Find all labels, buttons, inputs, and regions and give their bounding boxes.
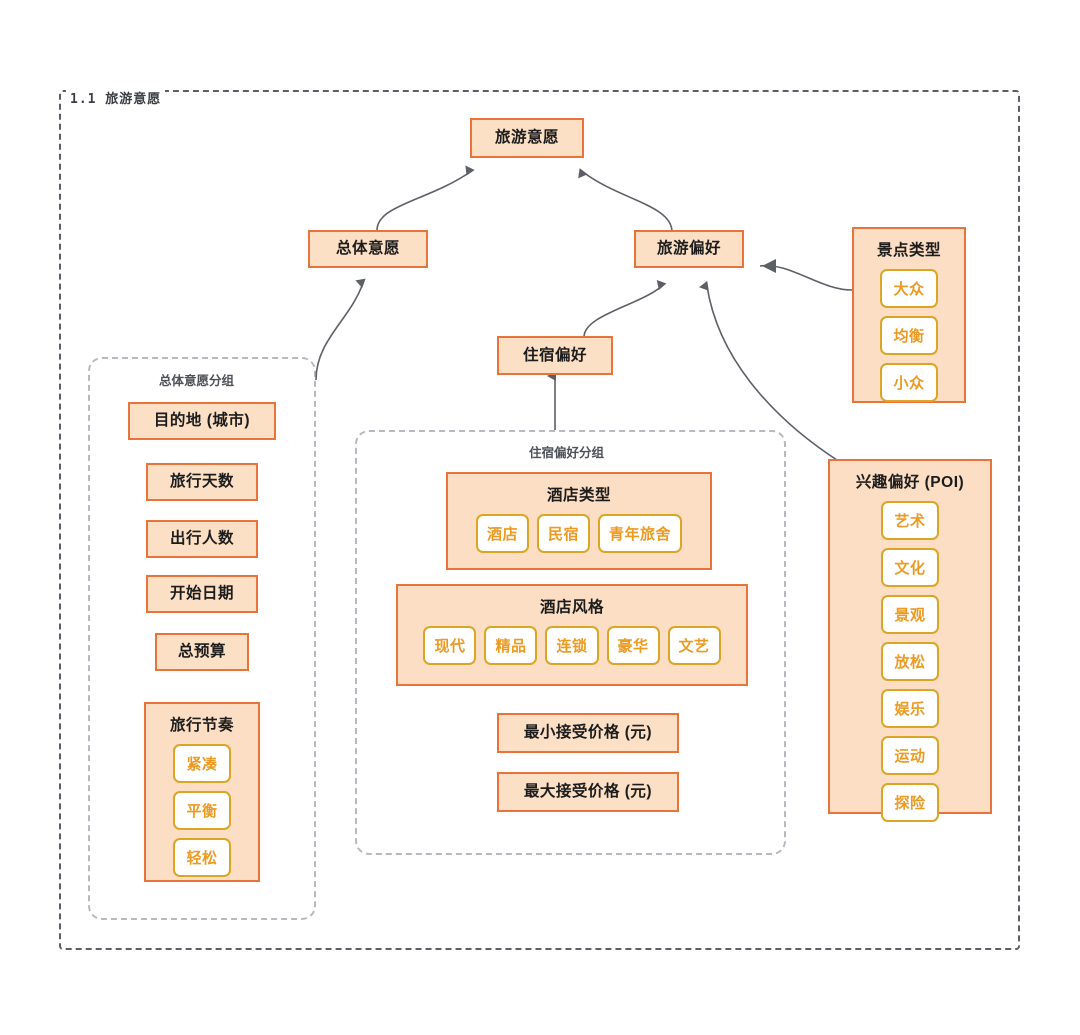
- frame-title: 1.1 旅游意愿: [66, 88, 166, 107]
- outer-frame: [59, 90, 1020, 950]
- chip-poi-4[interactable]: 娱乐: [881, 689, 939, 728]
- travel-pace-title: 旅行节奏: [169, 717, 234, 734]
- chip-hotel-style-4[interactable]: 文艺: [667, 626, 721, 665]
- chip-pace-1[interactable]: 平衡: [173, 791, 231, 830]
- field-destination[interactable]: 目的地 (城市): [128, 402, 276, 440]
- chip-hotel-type-0[interactable]: 酒店: [475, 514, 529, 553]
- chip-attraction-1[interactable]: 均衡: [880, 316, 938, 355]
- hotel-style-title: 酒店风格: [539, 599, 604, 616]
- chip-attraction-0[interactable]: 大众: [880, 269, 938, 308]
- chip-hotel-style-0[interactable]: 现代: [423, 626, 477, 665]
- field-travelers[interactable]: 出行人数: [146, 520, 258, 558]
- node-travel-pace[interactable]: 旅行节奏 紧凑 平衡 轻松: [144, 702, 260, 882]
- chip-poi-3[interactable]: 放松: [881, 642, 939, 681]
- node-root[interactable]: 旅游意愿: [470, 118, 584, 158]
- node-travel-preference[interactable]: 旅游偏好: [634, 230, 744, 268]
- attraction-type-title: 景点类型: [876, 242, 941, 259]
- field-start-date[interactable]: 开始日期: [146, 575, 258, 613]
- node-accommodation-preference[interactable]: 住宿偏好: [497, 336, 613, 375]
- field-max-price[interactable]: 最大接受价格 (元): [497, 772, 679, 812]
- chip-attraction-2[interactable]: 小众: [880, 363, 938, 402]
- hotel-style-options: 现代 精品 连锁 豪华 文艺: [423, 626, 721, 665]
- chip-poi-0[interactable]: 艺术: [881, 501, 939, 540]
- interest-poi-options: 艺术 文化 景观 放松 娱乐 运动 探险: [881, 501, 939, 822]
- node-overall-intent[interactable]: 总体意愿: [308, 230, 428, 268]
- chip-hotel-style-2[interactable]: 连锁: [545, 626, 599, 665]
- group-accommodation: [355, 430, 786, 855]
- travel-pace-options: 紧凑 平衡 轻松: [173, 744, 231, 877]
- chip-poi-5[interactable]: 运动: [881, 736, 939, 775]
- node-interest-poi[interactable]: 兴趣偏好 (POI) 艺术 文化 景观 放松 娱乐 运动 探险: [828, 459, 992, 822]
- chip-poi-6[interactable]: 探险: [881, 783, 939, 822]
- chip-hotel-type-2[interactable]: 青年旅舍: [598, 514, 683, 553]
- field-travel-days[interactable]: 旅行天数: [146, 463, 258, 501]
- field-total-budget[interactable]: 总预算: [155, 633, 249, 671]
- field-min-price[interactable]: 最小接受价格 (元): [497, 713, 679, 753]
- chip-pace-2[interactable]: 轻松: [173, 838, 231, 877]
- interest-poi-title: 兴趣偏好 (POI): [855, 474, 965, 491]
- chip-poi-1[interactable]: 文化: [881, 548, 939, 587]
- chip-hotel-type-1[interactable]: 民宿: [536, 514, 590, 553]
- node-attraction-type[interactable]: 景点类型 大众 均衡 小众: [852, 227, 966, 403]
- group-overall-intent-title: 总体意愿分组: [159, 374, 235, 388]
- chip-poi-2[interactable]: 景观: [881, 595, 939, 634]
- node-hotel-style[interactable]: 酒店风格 现代 精品 连锁 豪华 文艺: [396, 584, 748, 686]
- group-overall-intent: [88, 357, 316, 920]
- hotel-type-options: 酒店 民宿 青年旅舍: [475, 514, 683, 553]
- hotel-type-title: 酒店类型: [546, 487, 611, 504]
- chip-pace-0[interactable]: 紧凑: [173, 744, 231, 783]
- group-accommodation-title: 住宿偏好分组: [529, 446, 605, 460]
- attraction-type-options: 大众 均衡 小众: [880, 269, 938, 402]
- chip-hotel-style-3[interactable]: 豪华: [606, 626, 660, 665]
- node-hotel-type[interactable]: 酒店类型 酒店 民宿 青年旅舍: [446, 472, 712, 570]
- chip-hotel-style-1[interactable]: 精品: [484, 626, 538, 665]
